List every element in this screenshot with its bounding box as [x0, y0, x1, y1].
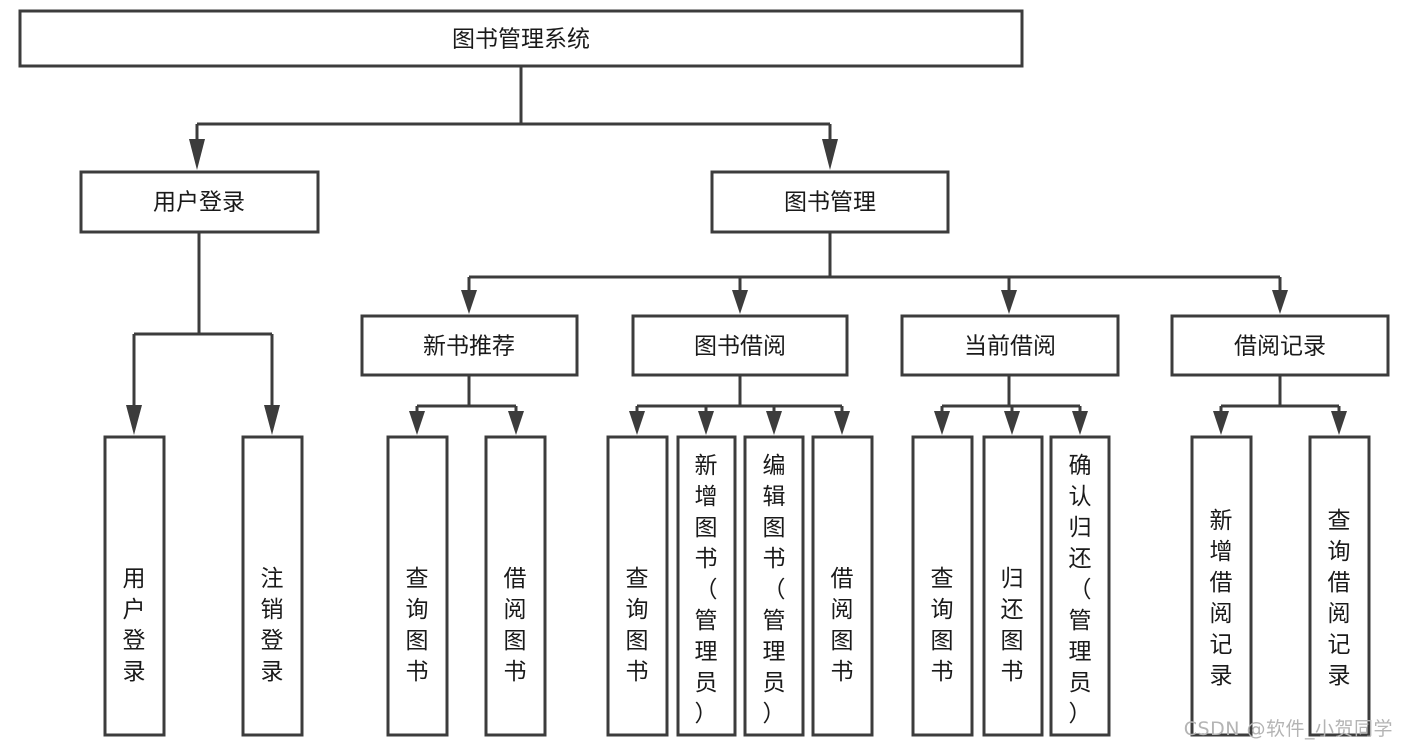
leaf-borrow-book-2-box[interactable] [811, 435, 874, 737]
node-new-book-recommend-label: 新书推荐 [423, 334, 515, 360]
arrow-head-leaf-edit-book [766, 411, 782, 435]
leaf-query-book-3-label: 查询图书 [931, 566, 954, 685]
leaf-borrow-book-1-box[interactable] [484, 435, 547, 737]
leaf-query-book-3[interactable]: 查询图书 [911, 435, 974, 737]
leaf-borrow-book-1-label: 借阅图书 [504, 566, 527, 685]
leaf-add-book[interactable]: 新增图书（管理员） [676, 435, 737, 737]
arrow-head-borrow-record [1272, 290, 1288, 314]
arrow-head-leaf-user-login [126, 405, 142, 435]
arrow-head-current-borrow [1001, 290, 1017, 314]
leaf-query-book-2[interactable]: 查询图书 [606, 435, 669, 737]
leaf-query-record-box[interactable] [1308, 435, 1371, 737]
arrow-head-leaf-query-book-2 [629, 411, 645, 435]
node-new-book-recommend-box[interactable] [360, 314, 579, 377]
leaf-query-record-label: 查询借阅记录 [1328, 508, 1351, 689]
node-book-manage[interactable]: 图书管理 [710, 170, 950, 234]
leaf-query-book-2-label: 查询图书 [626, 566, 649, 685]
arrow-head-book-manage [822, 139, 838, 170]
arrow-head-leaf-query-book-1 [409, 411, 425, 435]
node-borrow-record[interactable]: 借阅记录 [1170, 314, 1390, 377]
node-book-borrow-box[interactable] [631, 314, 849, 377]
leaf-user-login-box[interactable] [103, 435, 166, 737]
leaf-add-record-box[interactable] [1190, 435, 1253, 737]
arrow-head-user-login [189, 139, 205, 170]
leaf-add-record-label: 新增借阅记录 [1210, 508, 1233, 689]
leaf-query-book-3-box[interactable] [911, 435, 974, 737]
leaf-add-book-label: 新增图书（管理员） [695, 453, 718, 727]
leaf-return-book[interactable]: 归还图书 [982, 435, 1044, 737]
leaf-add-record[interactable]: 新增借阅记录 [1190, 435, 1253, 737]
node-user-login-box[interactable] [79, 170, 320, 234]
leaf-user-logout-box[interactable] [241, 435, 304, 737]
arrow-head-new-book-recommend [461, 290, 477, 314]
csdn-watermark: CSDN @软件_小贺同学 [1183, 718, 1393, 740]
node-root-label: 图书管理系统 [452, 27, 590, 53]
connector-layer [126, 66, 1347, 435]
leaf-query-book-1[interactable]: 查询图书 [386, 435, 449, 737]
node-user-login-label: 用户登录 [153, 190, 245, 216]
leaf-user-logout-label: 注销登录 [261, 566, 284, 685]
arrow-head-leaf-borrow-book-2 [834, 411, 850, 435]
arrow-head-leaf-return-book [1004, 411, 1020, 435]
leaf-query-book-1-box[interactable] [386, 435, 449, 737]
arrow-head-leaf-query-book-3 [934, 411, 950, 435]
leaf-user-login-label: 用户登录 [123, 566, 146, 685]
leaf-confirm-return-box[interactable] [1049, 435, 1111, 737]
arrow-head-leaf-query-record [1331, 411, 1347, 435]
leaf-return-book-label: 归还图书 [1001, 566, 1024, 685]
node-current-borrow[interactable]: 当前借阅 [900, 314, 1120, 377]
node-user-login[interactable]: 用户登录 [79, 170, 320, 234]
node-borrow-record-label: 借阅记录 [1234, 334, 1326, 360]
leaf-query-book-2-box[interactable] [606, 435, 669, 737]
arrow-head-leaf-add-book [698, 411, 714, 435]
leaf-query-record[interactable]: 查询借阅记录 [1308, 435, 1371, 737]
arrow-head-leaf-add-record [1213, 411, 1229, 435]
leaf-query-book-1-label: 查询图书 [406, 566, 429, 685]
leaf-edit-book[interactable]: 编辑图书（管理员） [743, 435, 805, 737]
arrow-head-leaf-confirm-return [1072, 411, 1088, 435]
node-book-borrow-label: 图书借阅 [694, 334, 786, 360]
node-root[interactable]: 图书管理系统 [18, 9, 1024, 68]
arrow-head-book-borrow [732, 290, 748, 314]
node-new-book-recommend[interactable]: 新书推荐 [360, 314, 579, 377]
leaf-confirm-return[interactable]: 确认归还（管理员） [1049, 435, 1111, 737]
arrow-head-leaf-user-logout [264, 405, 280, 435]
node-book-manage-box[interactable] [710, 170, 950, 234]
leaf-confirm-return-label: 确认归还（管理员） [1069, 453, 1092, 727]
node-book-borrow[interactable]: 图书借阅 [631, 314, 849, 377]
node-book-manage-label: 图书管理 [784, 190, 876, 216]
leaf-return-book-box[interactable] [982, 435, 1044, 737]
leaf-edit-book-box[interactable] [743, 435, 805, 737]
leaf-user-login[interactable]: 用户登录 [103, 435, 166, 737]
leaf-add-book-box[interactable] [676, 435, 737, 737]
node-root-box[interactable] [18, 9, 1024, 68]
leaf-edit-book-label: 编辑图书（管理员） [763, 453, 786, 727]
node-borrow-record-box[interactable] [1170, 314, 1390, 377]
leaf-user-logout[interactable]: 注销登录 [241, 435, 304, 737]
leaf-borrow-book-2-label: 借阅图书 [831, 566, 854, 685]
arrow-head-leaf-borrow-book-1 [508, 411, 524, 435]
leaf-borrow-book-1[interactable]: 借阅图书 [484, 435, 547, 737]
leaf-borrow-book-2[interactable]: 借阅图书 [811, 435, 874, 737]
node-current-borrow-label: 当前借阅 [964, 334, 1056, 360]
node-current-borrow-box[interactable] [900, 314, 1120, 377]
